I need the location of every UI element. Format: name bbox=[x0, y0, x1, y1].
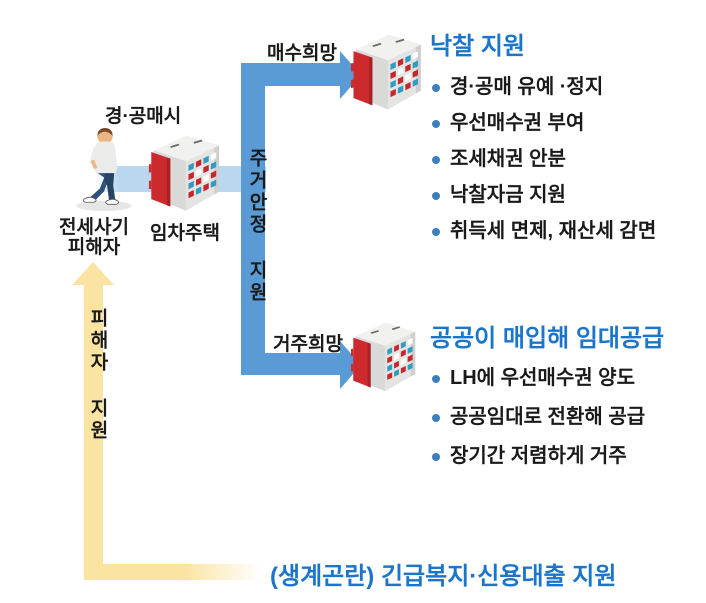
list-item-text: 조세채권 안분 bbox=[450, 148, 566, 170]
list-item-text: LH에 우선매수권 양도 bbox=[450, 367, 635, 389]
victim-support-arrowhead-icon bbox=[72, 262, 114, 285]
list-item: 취득세 면제, 재산세 감면 bbox=[432, 220, 656, 243]
bullet-dot-icon bbox=[432, 452, 440, 461]
list-item-text: 공공임대로 전환해 공급 bbox=[450, 406, 646, 428]
livelihood-support-label: (생계곤란) 긴급복지·신용대출 지원 bbox=[270, 563, 617, 590]
list-item: 경·공매 유예 ·정지 bbox=[432, 76, 656, 99]
list-item: 낙찰자금 지원 bbox=[432, 184, 656, 207]
list-item-text: 낙찰자금 지원 bbox=[450, 184, 566, 206]
list-item: 조세채권 안분 bbox=[432, 148, 656, 171]
live-flow-arrow-shaft bbox=[241, 353, 340, 375]
auction-support-list: 경·공매 유예 ·정지 우선매수권 부여 조세채권 안분 낙찰자금 지원 취득세… bbox=[432, 76, 656, 243]
victim-support-arrow-shaft bbox=[84, 284, 103, 580]
auction-event-label: 경·공매시 bbox=[105, 106, 182, 127]
housing-support-bar-label: 주거안정 지원 bbox=[246, 148, 267, 304]
buy-hope-label: 매수희망 bbox=[267, 43, 337, 64]
list-item: 공공임대로 전환해 공급 bbox=[432, 406, 645, 429]
walking-person-icon bbox=[76, 128, 132, 211]
apartment-building-icon bbox=[351, 310, 419, 400]
list-item-text: 경·공매 유예 ·정지 bbox=[450, 76, 604, 98]
bullet-dot-icon bbox=[432, 191, 440, 200]
bullet-dot-icon bbox=[432, 83, 440, 92]
list-item-text: 취득세 면제, 재산세 감면 bbox=[450, 220, 657, 242]
housing-support-bar bbox=[241, 63, 265, 375]
bullet-dot-icon bbox=[432, 413, 440, 422]
bullet-dot-icon bbox=[432, 119, 440, 128]
auction-panel-title: 낙찰 지원 bbox=[430, 33, 525, 60]
victim-label-line2: 피해자 bbox=[67, 237, 121, 258]
live-hope-label: 거주희망 bbox=[273, 334, 343, 355]
rental-house-label: 임차주택 bbox=[150, 223, 220, 244]
victim-support-arrow-base bbox=[84, 564, 262, 580]
bullet-dot-icon bbox=[432, 227, 440, 236]
list-item-text: 장기간 저렴하게 거주 bbox=[450, 445, 627, 467]
public-rental-list: LH에 우선매수권 양도 공공임대로 전환해 공급 장기간 저렴하게 거주 bbox=[432, 367, 645, 468]
victim-label: 전세사기 피해자 bbox=[54, 218, 134, 258]
list-item-text: 우선매수권 부여 bbox=[450, 112, 585, 134]
bullet-dot-icon bbox=[432, 374, 440, 383]
public-rental-panel-title: 공공이 매입해 임대공급 bbox=[430, 325, 665, 352]
buy-flow-arrow-shaft bbox=[241, 63, 340, 86]
list-item: LH에 우선매수권 양도 bbox=[432, 367, 645, 390]
list-item: 우선매수권 부여 bbox=[432, 112, 656, 135]
bullet-dot-icon bbox=[432, 155, 440, 164]
victim-support-bar-label: 피해자 지원 bbox=[87, 308, 108, 442]
apartment-building-icon bbox=[351, 27, 425, 113]
list-item: 장기간 저렴하게 거주 bbox=[432, 445, 645, 468]
victim-label-line1: 전세사기 bbox=[59, 217, 129, 238]
apartment-building-icon bbox=[142, 128, 230, 214]
